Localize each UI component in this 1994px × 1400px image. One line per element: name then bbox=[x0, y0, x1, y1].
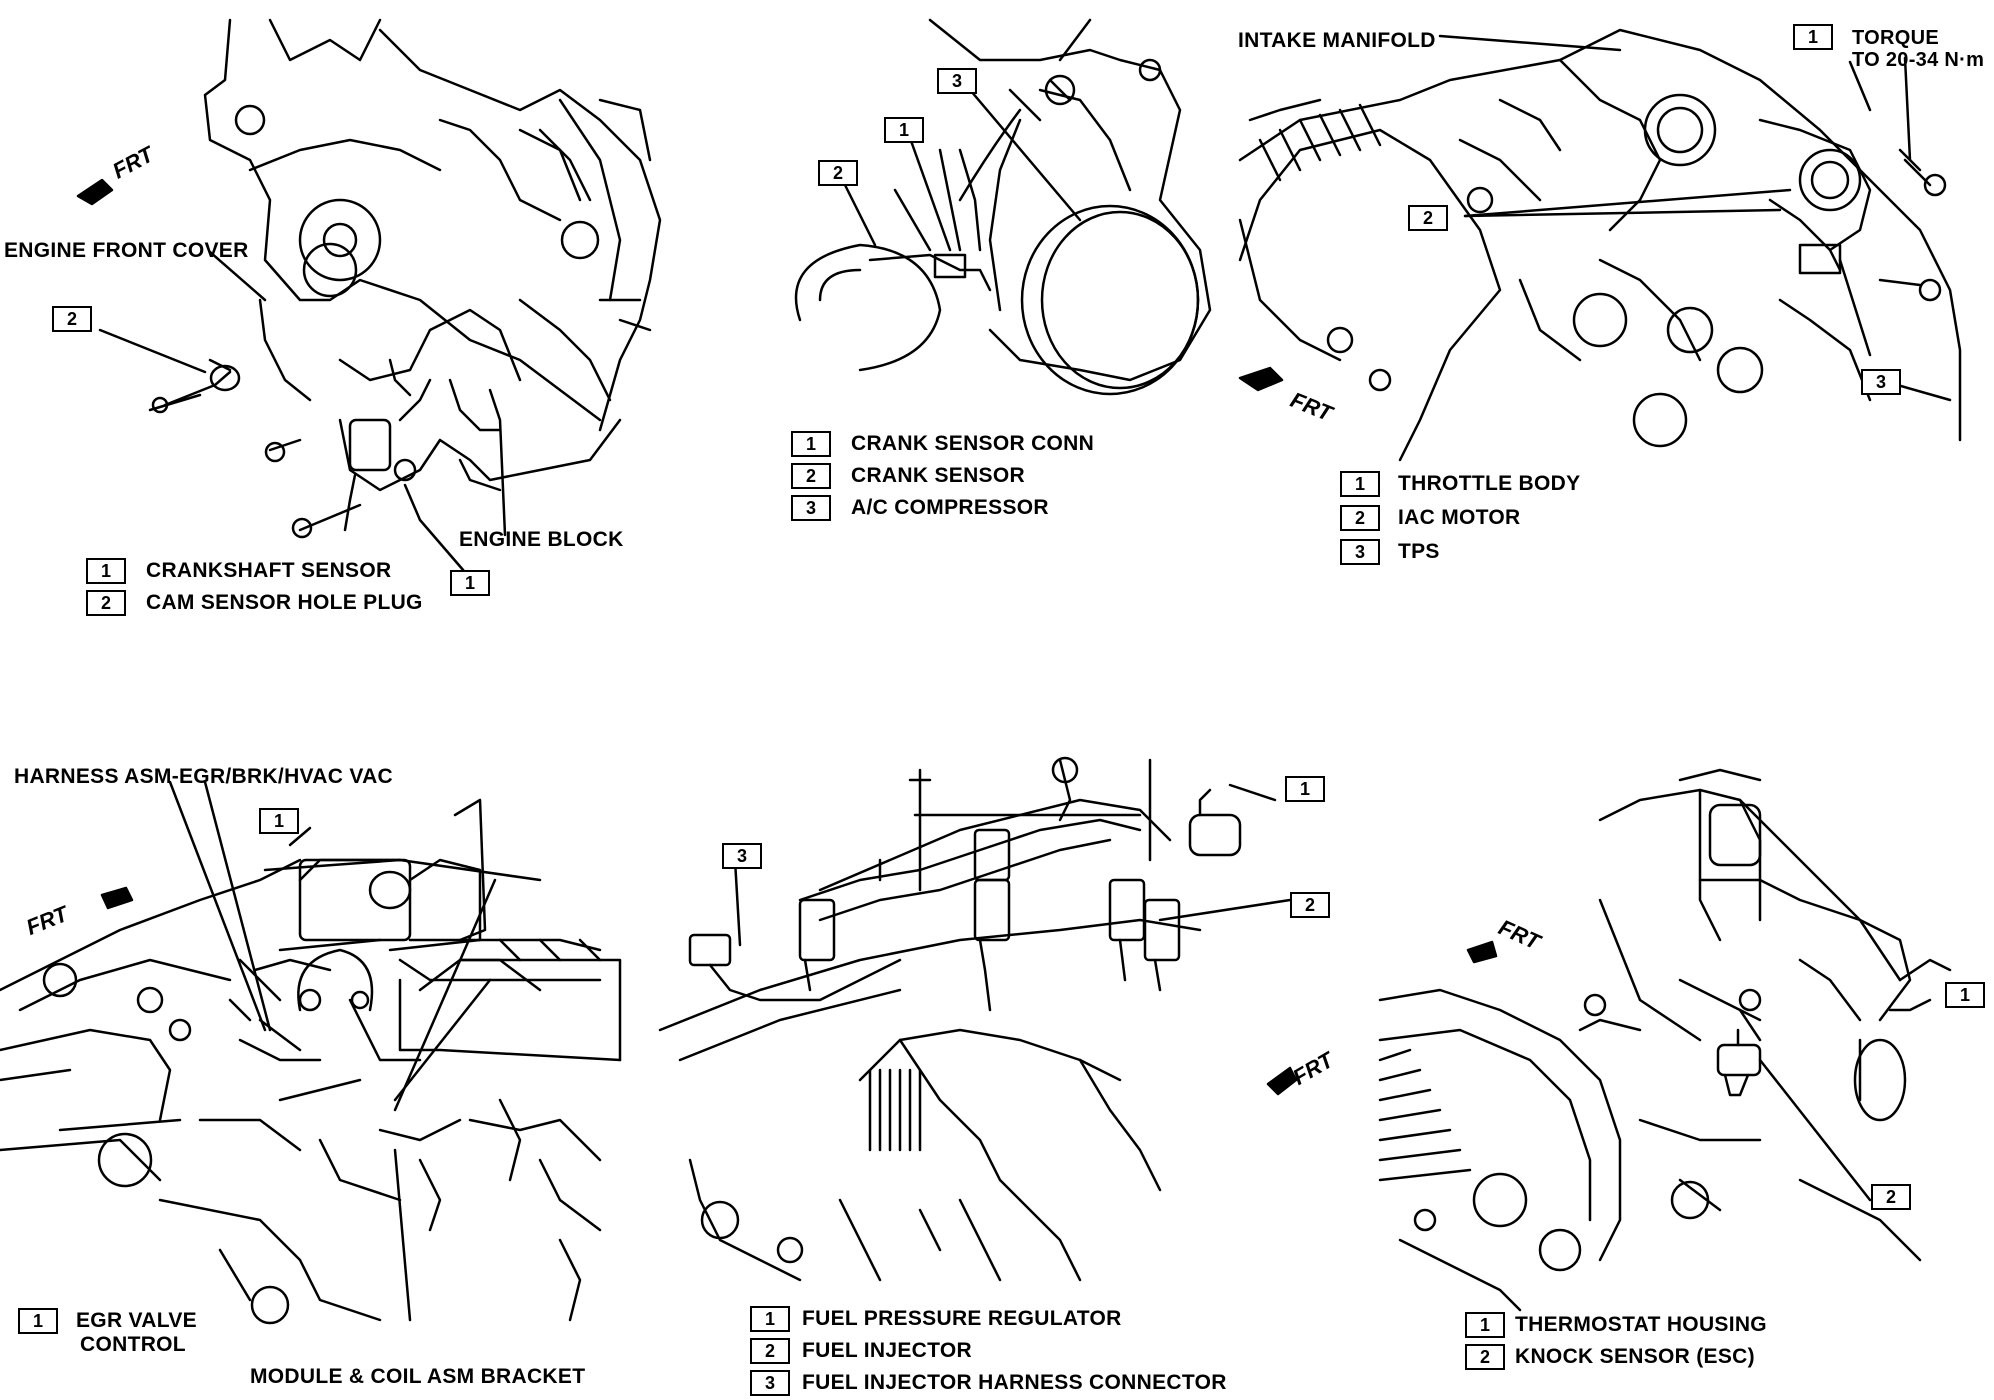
legend-text-cont: CONTROL bbox=[80, 1333, 186, 1356]
crankshaft-engine-drawing bbox=[76, 18, 662, 580]
legend-text: IAC MOTOR bbox=[1398, 506, 1521, 529]
thermostat-drawing bbox=[1378, 768, 1952, 1312]
legend-number: 3 bbox=[750, 1370, 790, 1396]
legend-number: 1 bbox=[750, 1306, 790, 1332]
module-coil-bracket-label: MODULE & COIL ASM BRACKET bbox=[250, 1365, 586, 1388]
throttle-body-drawing bbox=[1238, 28, 1962, 462]
legend-number: 1 bbox=[86, 558, 126, 584]
callout-box-1: 1 bbox=[1285, 776, 1325, 802]
legend-number: 1 bbox=[1465, 1312, 1505, 1338]
intake-manifold-label: INTAKE MANIFOLD bbox=[1238, 29, 1436, 52]
egr-drawing bbox=[0, 780, 622, 1325]
legend-number: 2 bbox=[1465, 1344, 1505, 1370]
callout-box-2: 2 bbox=[818, 160, 858, 186]
callout-box-1: 1 bbox=[1945, 982, 1985, 1008]
harness-asm-label: HARNESS ASM-EGR/BRK/HVAC VAC bbox=[14, 765, 394, 788]
legend-text: CRANK SENSOR CONN bbox=[851, 432, 1095, 455]
legend-text: THROTTLE BODY bbox=[1398, 472, 1581, 495]
legend-text: CRANKSHAFT SENSOR bbox=[146, 559, 392, 582]
legend-number: 2 bbox=[1340, 505, 1380, 531]
engine-front-cover-label: ENGINE FRONT COVER bbox=[4, 239, 249, 262]
legend-number: 1 bbox=[1340, 471, 1380, 497]
legend-number: 1 bbox=[18, 1308, 58, 1334]
callout-box-1: 1 bbox=[884, 117, 924, 143]
legend-text: EGR VALVE bbox=[76, 1309, 197, 1332]
legend-number: 2 bbox=[791, 463, 831, 489]
callout-box-2: 2 bbox=[1871, 1184, 1911, 1210]
legend-text: FUEL PRESSURE REGULATOR bbox=[802, 1307, 1122, 1330]
legend-text: CAM SENSOR HOLE PLUG bbox=[146, 591, 423, 614]
legend-text: FUEL INJECTOR bbox=[802, 1339, 972, 1362]
legend-text: FUEL INJECTOR HARNESS CONNECTOR bbox=[802, 1371, 1227, 1394]
torque-spec-label: TO 20-34 N·m bbox=[1852, 49, 1985, 71]
legend-text: A/C COMPRESSOR bbox=[851, 496, 1049, 519]
crank-sensor-drawing bbox=[794, 18, 1212, 396]
callout-box-1: 1 bbox=[259, 808, 299, 834]
legend-text: CRANK SENSOR bbox=[851, 464, 1025, 487]
callout-box-3: 3 bbox=[722, 843, 762, 869]
callout-box-2: 2 bbox=[1290, 892, 1330, 918]
callout-box-3: 3 bbox=[1861, 369, 1901, 395]
torque-label: TORQUE bbox=[1852, 27, 1939, 49]
callout-box-2: 2 bbox=[1408, 205, 1448, 231]
callout-box-3: 3 bbox=[937, 68, 977, 94]
legend-number: 2 bbox=[86, 590, 126, 616]
legend-text: THERMOSTAT HOUSING bbox=[1515, 1313, 1767, 1336]
fuel-drawing bbox=[658, 756, 1298, 1282]
callout-box-1: 1 bbox=[1793, 24, 1833, 50]
legend-number: 3 bbox=[791, 495, 831, 521]
legend-text: TPS bbox=[1398, 540, 1440, 563]
callout-box-2: 2 bbox=[52, 306, 92, 332]
legend-number: 2 bbox=[750, 1338, 790, 1364]
legend-number: 1 bbox=[791, 431, 831, 457]
callout-box-1: 1 bbox=[450, 570, 490, 596]
engine-block-label: ENGINE BLOCK bbox=[459, 528, 624, 551]
legend-text: KNOCK SENSOR (ESC) bbox=[1515, 1345, 1755, 1368]
legend-number: 3 bbox=[1340, 539, 1380, 565]
